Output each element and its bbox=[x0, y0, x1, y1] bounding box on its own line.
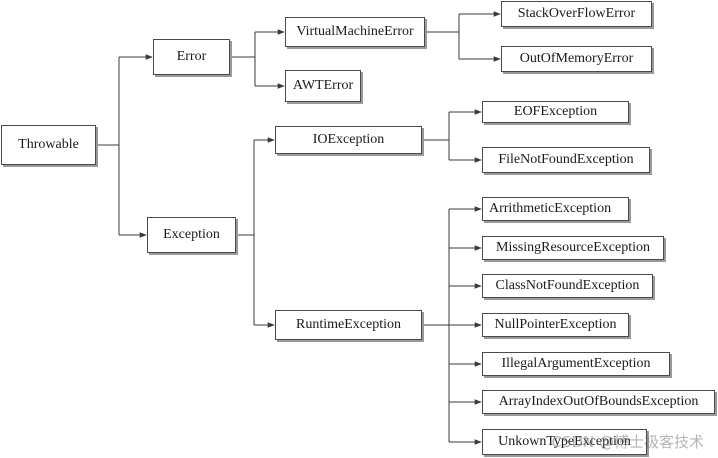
node-io-exception: IOException bbox=[275, 126, 422, 154]
node-eof-exception: EOFException bbox=[482, 101, 629, 123]
node-runtime-exception: RuntimeException bbox=[275, 310, 422, 340]
node-illegal-argument-exception: IllegalArgumentException bbox=[482, 352, 670, 376]
node-unkown-type-exception: UnkownTypeException bbox=[482, 429, 647, 455]
node-arrithmetic-exception: ArrithmeticException bbox=[482, 197, 629, 221]
node-stack-overflow-error: StackOverFlowError bbox=[501, 1, 652, 27]
node-null-pointer-exception: NullPointerException bbox=[482, 313, 629, 337]
watermark-text: CSDN @博士极客技术 bbox=[551, 433, 704, 451]
node-virtual-machine-error: VirtualMachineError bbox=[285, 17, 425, 47]
node-file-not-found-exception: FileNotFoundException bbox=[482, 147, 650, 173]
node-awt-error: AWTError bbox=[285, 70, 361, 102]
node-class-not-found-exception: ClassNotFoundException bbox=[482, 274, 653, 298]
node-exception: Exception bbox=[147, 217, 236, 253]
node-throwable: Throwable bbox=[1, 125, 96, 165]
node-array-index-out-of-bounds-exception: ArrayIndexOutOfBoundsException bbox=[482, 390, 715, 414]
node-out-of-memory-error: OutOfMemoryError bbox=[501, 46, 652, 72]
node-missing-resource-exception: MissingResourceException bbox=[482, 236, 664, 260]
node-error: Error bbox=[153, 39, 230, 75]
